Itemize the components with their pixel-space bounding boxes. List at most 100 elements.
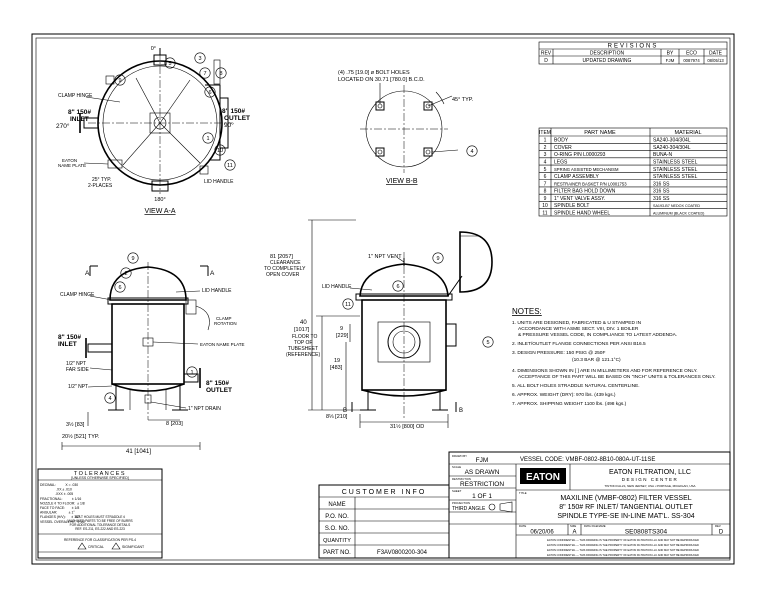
balloon-label: 4 — [470, 149, 473, 155]
note-line: 5. ALL BOLT HOLES STRADDLE NATURAL CENTE… — [512, 383, 640, 389]
parts-item-material: SA193-B7 NEDOX COATED — [653, 204, 700, 208]
parts-item-material: SA240-304/304L — [653, 138, 691, 144]
dwg-filename: SE0808TS304 — [625, 529, 668, 536]
tolerance-bolt-line: BOLT HOLES MUST STRADDLE ¢ — [75, 515, 125, 519]
front-npt-near: 1/2" NPT — [68, 384, 88, 390]
customer-label-so: S.O. NO. — [325, 526, 350, 532]
view-a-inlet-label: INLET — [70, 116, 89, 123]
balloon-circle — [392, 280, 404, 292]
balloon-label: 6 — [396, 284, 399, 290]
revisions-header: REVISIONS — [608, 44, 659, 50]
balloon-circle — [127, 252, 139, 264]
front-inlet-label: INLET — [58, 341, 77, 348]
front-drain: 1" NPT DRAIN — [188, 406, 221, 412]
balloon-circle — [120, 267, 132, 279]
revisions-table: REVISIONS REV DESCRIPTION BY ECO DATE D … — [538, 41, 728, 65]
parts-col-name: PART NAME — [584, 130, 616, 136]
balloon-circle — [199, 67, 211, 79]
balloon-circle — [202, 132, 214, 144]
view-a-nameplate2: NAME PLATE — [58, 163, 86, 168]
side-h40d: TOP OF — [294, 340, 312, 346]
size-value: A — [572, 530, 576, 536]
balloon-label: 7 — [203, 71, 206, 77]
tolerance-bolt-line: REF. ES-211, ES-222 AND ES-223 — [75, 527, 125, 531]
side-h19b: [483] — [330, 365, 343, 371]
balloon-circle — [104, 392, 116, 404]
parts-item-name: CLAMP ASSEMBLY — [554, 174, 599, 180]
restriction-value: RESTRICTION — [460, 481, 504, 488]
front-dim-20: 20½ [521] TYP. — [62, 433, 100, 440]
balloon-circle — [342, 298, 354, 310]
design-center: DESIGN CENTER — [622, 477, 679, 482]
tolerance-sub: [UNLESS OTHERWISE SPECIFIED] — [71, 476, 129, 480]
side-h19: 19 — [334, 358, 340, 364]
view-b-title: VIEW B-B — [386, 178, 418, 185]
parts-item-name: SPINDLE HAND WHEEL — [554, 210, 610, 216]
balloon-label: 6 — [118, 285, 121, 291]
parts-item-name: LEGS — [554, 159, 568, 165]
parts-table: ITEM PART NAME MATERIAL 1 BODY SA240-304/3… — [538, 127, 728, 216]
front-npt-far2: FAR SIDE — [66, 367, 89, 373]
parts-item-material: 316 SS — [653, 181, 670, 187]
balloon-label: 1 — [190, 370, 193, 376]
front-view: A A CLAMP HINGE LID HANDLE CLAMP ROTATIO… — [58, 262, 245, 455]
tolerance-line: FLANGES (H/V): ± 1/2° — [40, 515, 81, 519]
customer-label-partno: PART NO. — [323, 550, 351, 556]
note-line: ACCEPTANCE OF THIS PART WILL BE BASED ON… — [518, 374, 716, 380]
projection-icon — [488, 503, 496, 511]
parts-item-number: 3 — [544, 152, 547, 158]
balloon-label: 9 — [436, 256, 439, 262]
size-label: SIZE — [570, 524, 576, 528]
view-b-bolt-holes: (4) .75 [19.0] ø BOLT HOLES — [338, 70, 410, 76]
front-npt-far: 1/2" NPT — [66, 361, 86, 367]
parts-item-name: FILTER BAG HOLD DOWN — [554, 189, 616, 195]
front-clamp-hinge: CLAMP HINGE — [60, 292, 95, 298]
parts-col-item: ITEM — [539, 130, 551, 136]
side-clearance: 81 [2057] — [270, 254, 293, 260]
rev-col-eco: ECO — [686, 51, 697, 57]
parts-item-number: 5 — [544, 167, 547, 173]
front-a-left: A — [85, 270, 90, 277]
scale-value: AS DRAWN — [465, 469, 500, 476]
balloon-label: 8 — [219, 71, 222, 77]
eaton-logo-icon — [520, 468, 566, 484]
tolerance-critical: CRITICAL — [88, 545, 104, 549]
rev-value: D — [719, 530, 724, 536]
scale-label: SCALE — [452, 465, 461, 469]
customer-label-name: NAME — [328, 502, 345, 508]
tolerance-significant: SIGNIFICANT — [122, 545, 145, 549]
parts-col-material: MATERIAL — [674, 130, 701, 136]
view-a-lid-handle: LID HANDLE — [204, 179, 234, 185]
view-a-inlet-angle: 270° — [56, 122, 70, 130]
balloon-label: 1 — [206, 136, 209, 142]
balloon-circle — [194, 52, 206, 64]
front-dim-8: 8 [203] — [166, 421, 183, 427]
rev-row-date: 08/05/13 — [707, 58, 724, 63]
date-label: DATE — [519, 524, 526, 528]
side-h9: 9 — [340, 326, 343, 332]
tolerance-line: VESSEL OVERALL HT: ± 1/2 — [40, 520, 85, 524]
side-clearance4: OPEN COVER — [266, 272, 300, 278]
view-a-clamp-hinge: CLAMP HINGE — [58, 93, 93, 99]
parts-item-name: COVER — [554, 145, 572, 151]
parts-item-name: 1" VENT VALVE ASSY. — [554, 196, 605, 202]
parts-item-number: 1 — [544, 138, 547, 144]
critical-icon — [77, 542, 87, 550]
title-line-3: SPINDLE TYPE-SE IN-LINE MAT'L. SS-304 — [557, 513, 694, 520]
drawn-by: FJM — [476, 457, 489, 464]
confidential-2: EATON CONFIDENTIAL — THIS DRAWING IS THE… — [547, 543, 699, 547]
parts-item-name: BODY — [554, 138, 569, 144]
view-a-typ: 25° TYP. — [92, 177, 111, 183]
inner-border — [35, 37, 731, 561]
projection-cone-icon — [499, 501, 513, 513]
view-a-nameplate: EATON — [62, 158, 77, 163]
side-lid-handle: LID HANDLE — [322, 284, 352, 290]
rev-col-rev: REV — [541, 51, 552, 57]
tolerance-bolt-line: FOR ADDITIONAL TOLERANCE DETAILS — [70, 523, 131, 527]
date-value: 06/20/06 — [530, 530, 554, 536]
balloon-label: 9 — [118, 78, 121, 84]
balloon-label: 5 — [486, 340, 489, 346]
customer-info: CUSTOMER INFO NAME P.O. NO. S.O. NO. QUA… — [318, 484, 450, 559]
confidential-1: EATON CONFIDENTIAL — THIS DRAWING IS THE… — [547, 538, 699, 542]
